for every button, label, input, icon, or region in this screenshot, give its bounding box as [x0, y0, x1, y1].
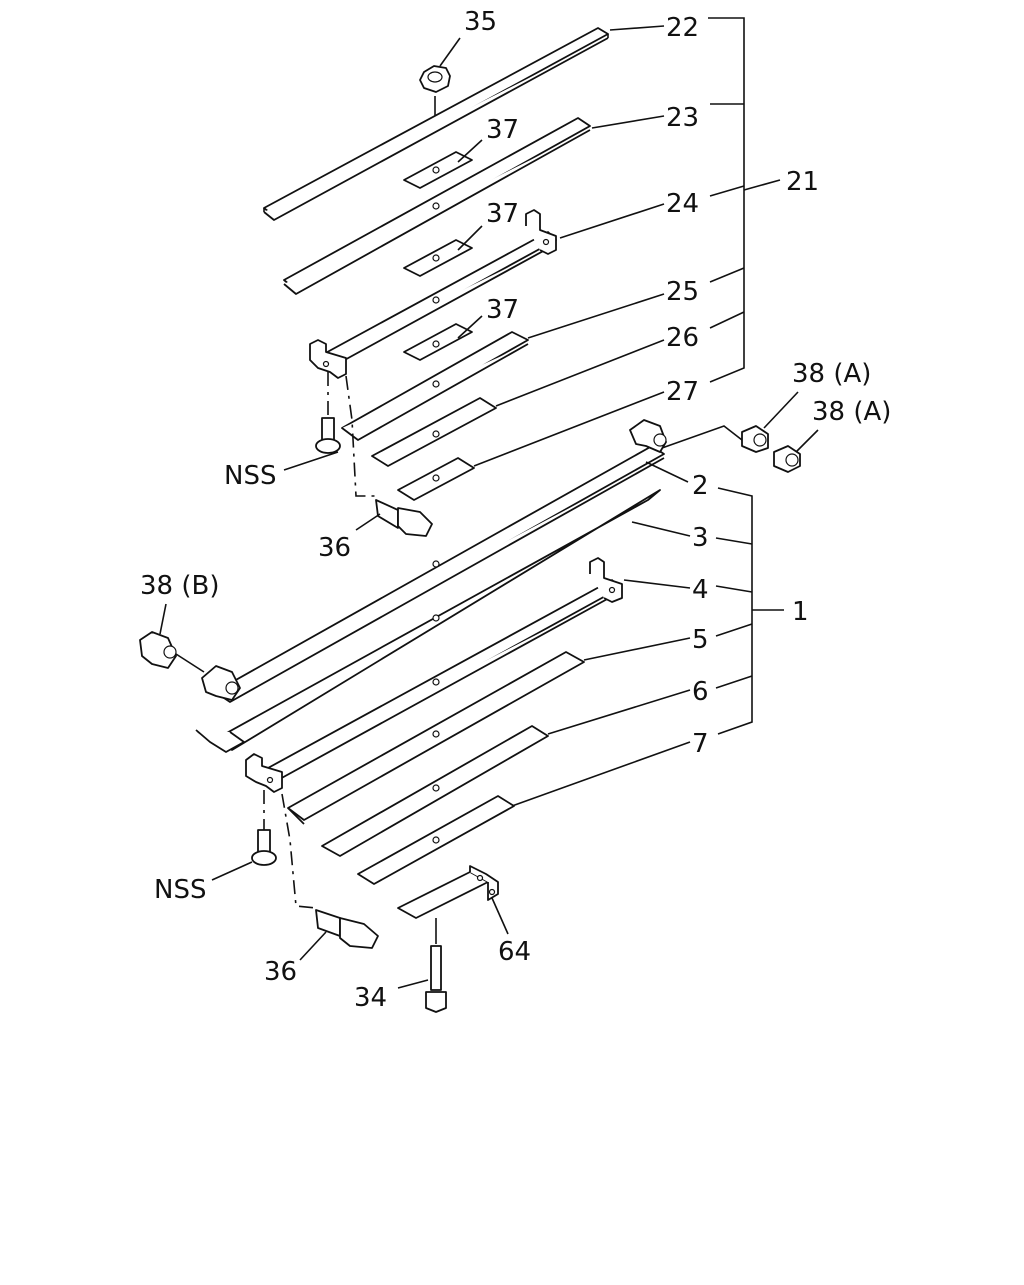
label-34: 34	[354, 983, 387, 1013]
nss-bolt-lower	[251, 790, 277, 866]
leaf-27	[397, 457, 475, 501]
bushing-38a-1	[661, 425, 769, 453]
bracket-21	[708, 17, 781, 383]
label-38a-1: 38 (A)	[792, 359, 871, 389]
leader-lines	[159, 25, 819, 989]
label-22: 22	[666, 13, 699, 43]
leaf-25	[341, 323, 529, 441]
label-37-top: 37	[486, 115, 519, 145]
label-37-low: 37	[486, 295, 519, 325]
label-26: 26	[666, 323, 699, 353]
label-38a-2: 38 (A)	[812, 397, 891, 427]
label-23: 23	[666, 103, 699, 133]
label-nss-lower: NSS	[154, 875, 206, 905]
leaf-23	[283, 117, 591, 295]
label-38b: 38 (B)	[140, 571, 219, 601]
leaf-4	[245, 557, 623, 793]
bolt-36-lower	[281, 793, 379, 949]
leaf-3	[195, 489, 661, 753]
label-36-lower: 36	[264, 957, 297, 987]
leaf-22	[263, 27, 609, 221]
label-64: 64	[498, 937, 531, 967]
label-5: 5	[692, 625, 709, 655]
bolt-34	[425, 918, 447, 1013]
label-1: 1	[792, 597, 809, 627]
bushing-38a-2	[773, 445, 801, 473]
label-35: 35	[464, 7, 497, 37]
leaf-7	[357, 795, 515, 885]
nut-35	[419, 65, 451, 122]
label-27: 27	[666, 377, 699, 407]
leaf-5	[287, 651, 585, 825]
label-3: 3	[692, 523, 709, 553]
label-2: 2	[692, 471, 709, 501]
leaf-2	[201, 419, 667, 703]
label-25: 25	[666, 277, 699, 307]
bolt-36-upper	[345, 375, 433, 537]
label-6: 6	[692, 677, 709, 707]
label-7: 7	[692, 729, 709, 759]
label-nss-upper: NSS	[224, 461, 276, 491]
label-36-upper: 36	[318, 533, 351, 563]
leaf-6	[321, 725, 549, 857]
leaf-26	[371, 397, 497, 467]
plate-64	[397, 865, 499, 919]
label-4: 4	[692, 575, 709, 605]
label-37-mid: 37	[486, 199, 519, 229]
label-21: 21	[786, 167, 819, 197]
label-24: 24	[666, 189, 699, 219]
leaf-24	[309, 209, 557, 379]
bracket-1	[715, 487, 784, 735]
nss-bolt-upper	[315, 372, 341, 454]
bushing-38b	[139, 631, 205, 673]
